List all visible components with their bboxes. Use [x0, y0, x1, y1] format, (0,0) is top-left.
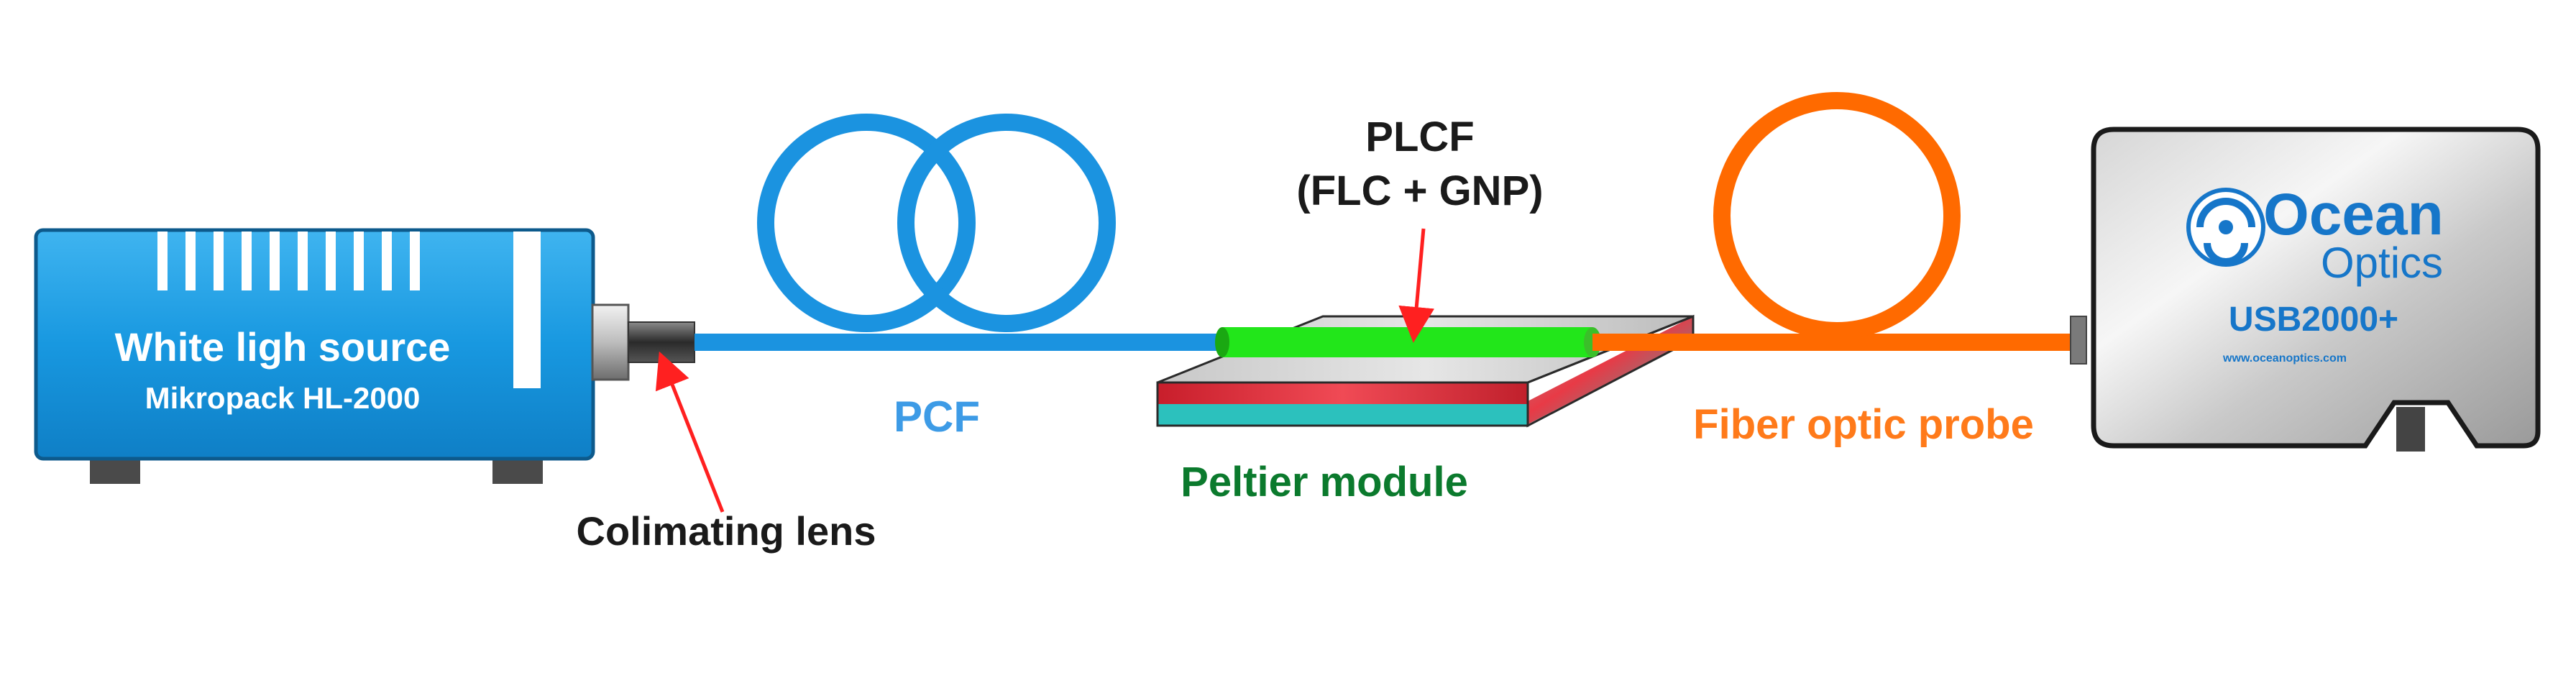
collimating-lens-label: Colimating lens: [577, 508, 876, 554]
white-light-source: White ligh source Mikropack HL-2000: [34, 228, 595, 484]
spectrometer-brand-ocean: Ocean: [2263, 182, 2444, 247]
source-vent-slots: [157, 232, 420, 290]
source-side-window: [513, 232, 541, 388]
spectrometer-model: USB2000+: [2229, 301, 2398, 339]
plcf-fiber: [1215, 327, 1601, 357]
plcf-arrow: [1398, 228, 1435, 343]
probe-loop: [1713, 92, 1961, 339]
spectrometer-body: [2091, 127, 2541, 449]
source-title: White ligh source: [115, 324, 451, 370]
spectrometer: Ocean Optics USB2000+ www.oceanoptics.co…: [2091, 127, 2541, 452]
pcf-label: PCF: [894, 393, 980, 441]
source-model: Mikropack HL-2000: [145, 381, 421, 415]
plcf-composition-label: (FLC + GNP): [1296, 168, 1543, 214]
pcf-fiber: [695, 114, 1222, 351]
pcf-loop-right: [897, 114, 1116, 332]
spectrometer-brand-optics: Optics: [2321, 239, 2443, 287]
pcf-loop-left: [757, 114, 976, 332]
collimating-lens: [591, 303, 695, 381]
spectrometer-port: [2070, 316, 2087, 365]
ocean-optics-logo-icon: [2186, 188, 2265, 267]
spectrometer-slot: [2396, 407, 2425, 452]
probe-label: Fiber optic probe: [1693, 401, 2034, 448]
lens-arrow: [655, 351, 725, 513]
plcf-label: PLCF: [1365, 114, 1474, 160]
probe-fiber: [1592, 92, 2074, 351]
peltier-label: Peltier module: [1181, 459, 1468, 505]
spectrometer-website: www.oceanoptics.com: [2222, 352, 2347, 365]
